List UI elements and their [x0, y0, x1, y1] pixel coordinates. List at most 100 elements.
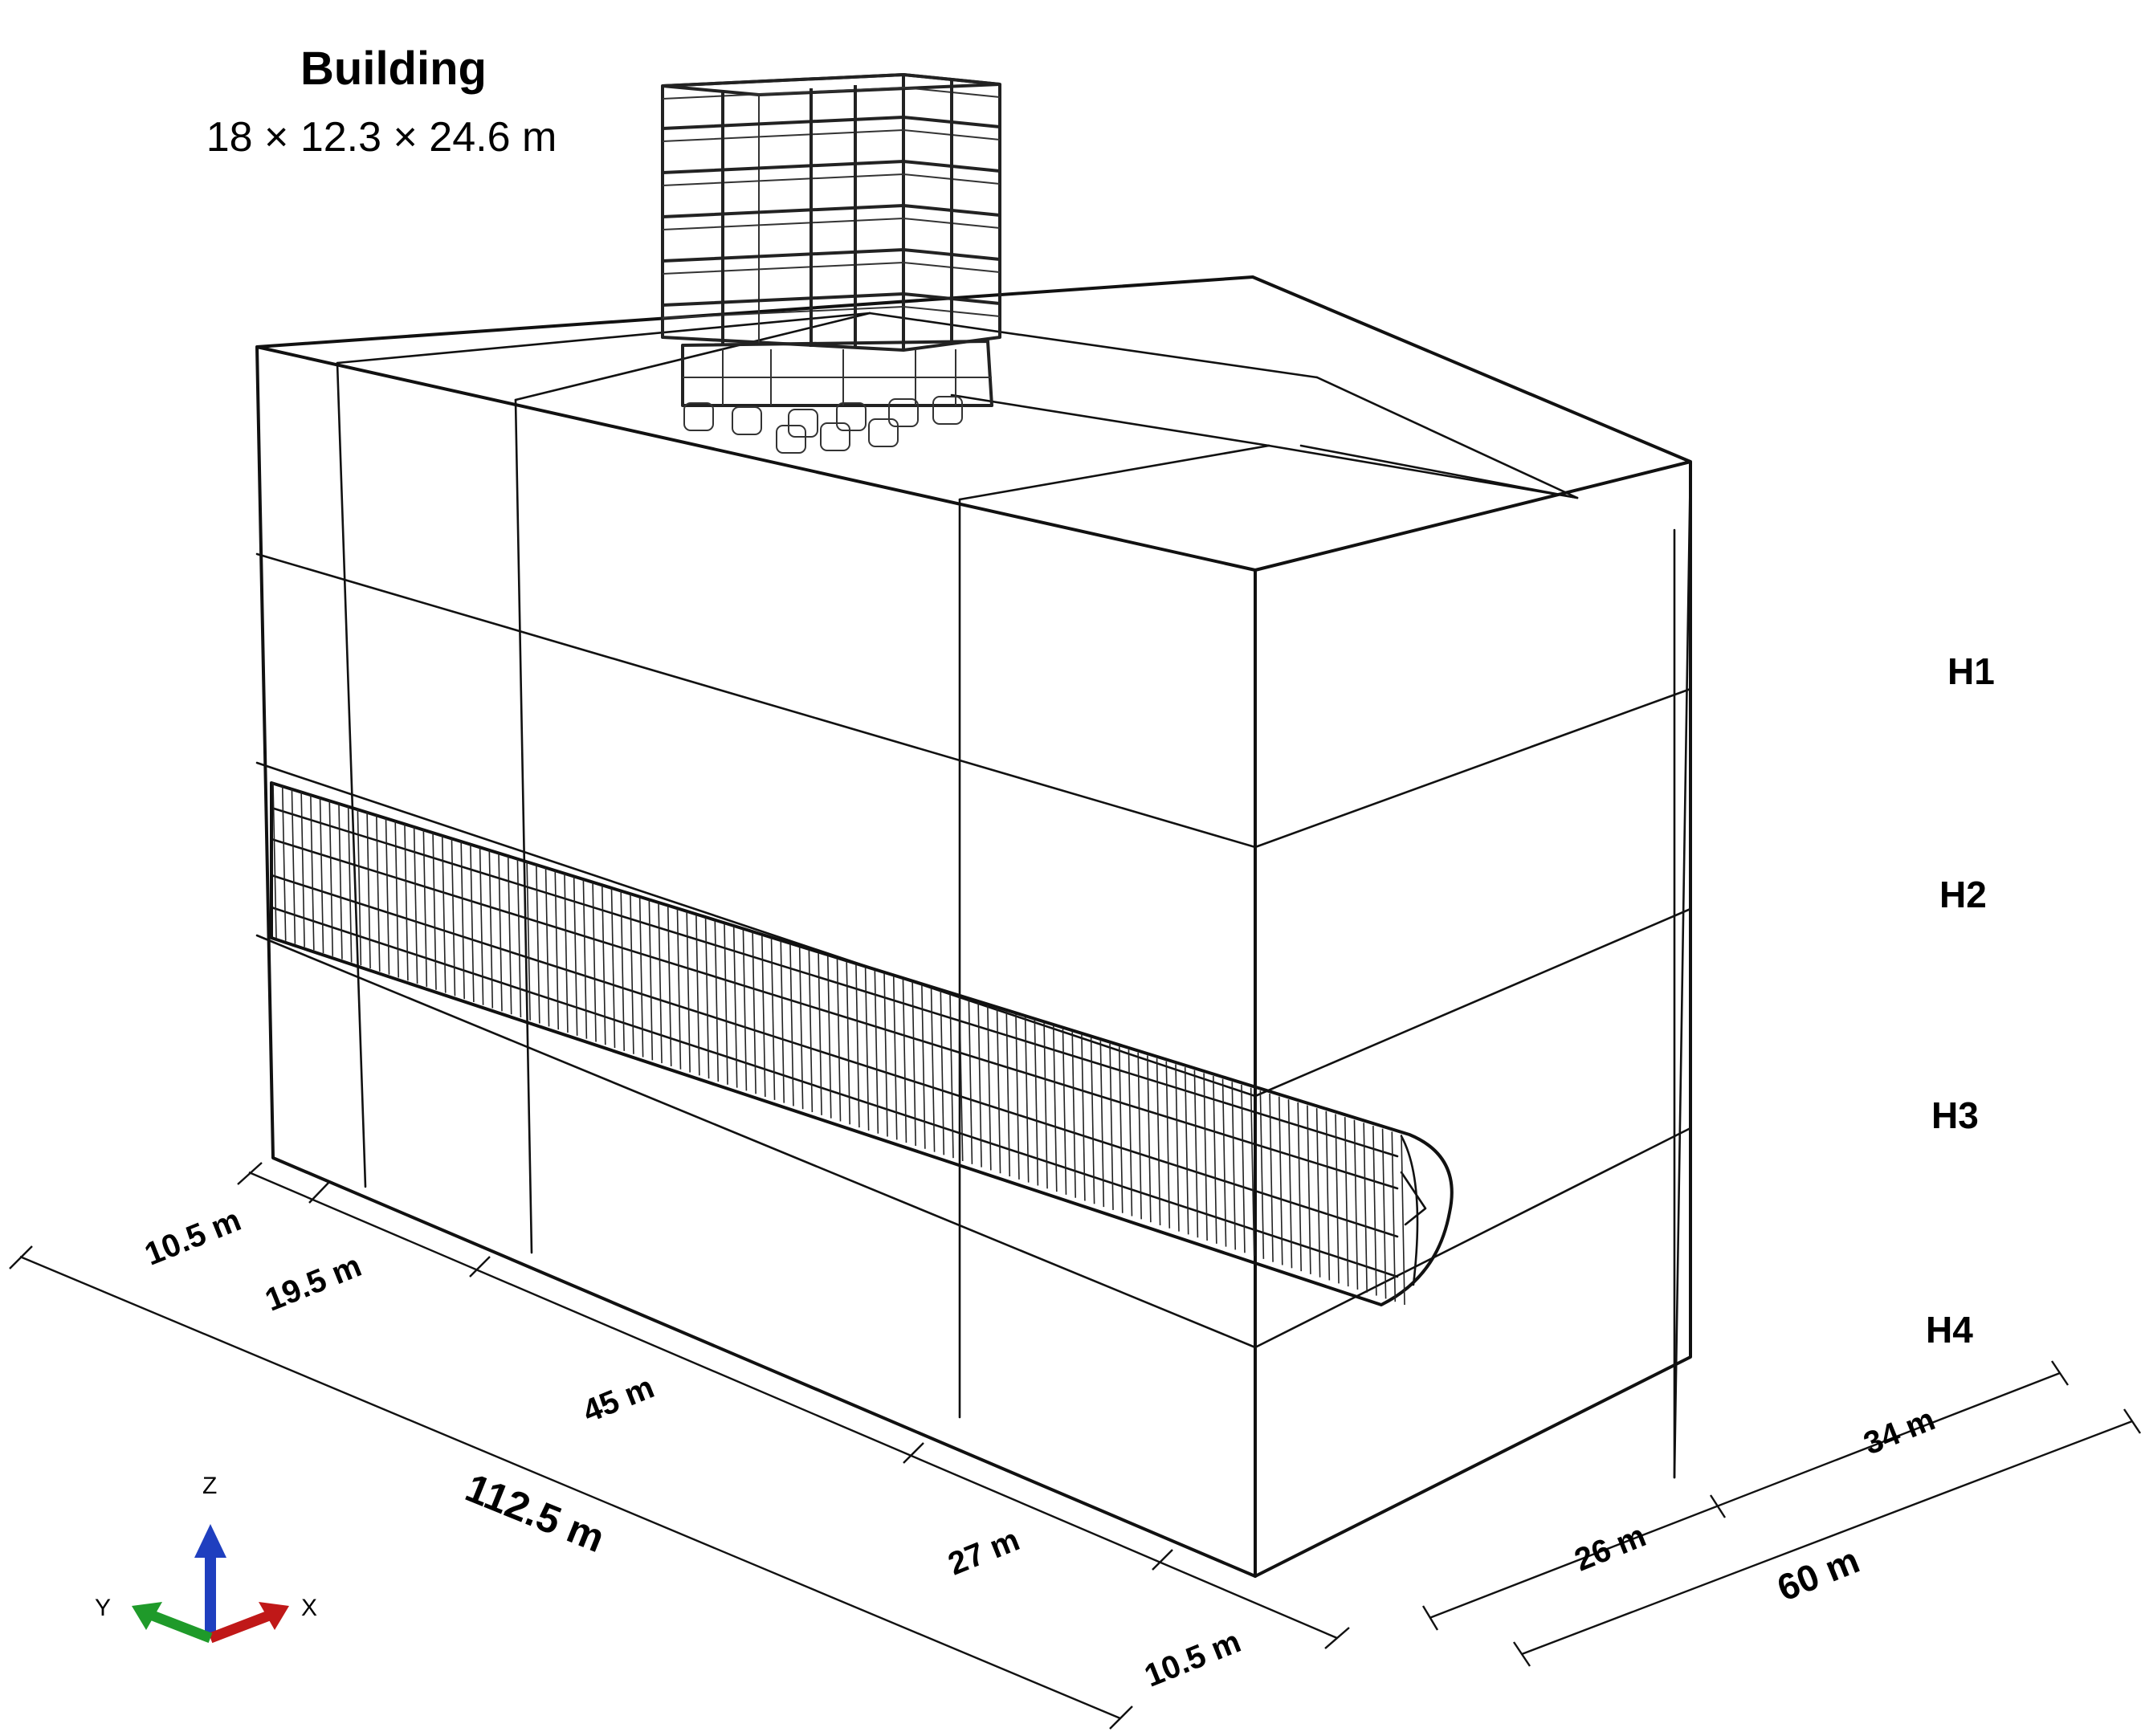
- tunnel-ring: [620, 891, 626, 1051]
- tunnel-ring: [732, 926, 738, 1088]
- tunnel-ring: [1184, 1067, 1189, 1235]
- tunnel-ring: [601, 885, 606, 1045]
- tunnel-ring: [470, 844, 475, 1002]
- tunnel-ring: [1221, 1078, 1227, 1247]
- tunnel-ring: [1391, 1131, 1397, 1302]
- layer-label-h1: H1: [1947, 650, 1995, 692]
- x-axis-arrow: [208, 1610, 271, 1644]
- tunnel-ring: [488, 850, 494, 1009]
- tunnel-ring: [1353, 1119, 1359, 1290]
- pile-cap: [683, 402, 714, 431]
- tunnel-ring: [319, 797, 324, 954]
- length-seg-5-label: 10.5 m: [1140, 1624, 1246, 1693]
- tunnel-ring: [582, 879, 588, 1039]
- soil-block: [255, 275, 1692, 1578]
- building-floor-beam: [662, 86, 1001, 100]
- tunnel-ring: [638, 897, 644, 1057]
- tunnel-ring: [441, 835, 447, 993]
- tunnel-ring: [1175, 1064, 1180, 1232]
- building-floor-slab: [662, 160, 1001, 174]
- tunnel-ring: [818, 952, 822, 1115]
- tunnel-ring: [1137, 1052, 1142, 1220]
- tunnel-ring: [357, 809, 362, 966]
- pile-cap: [820, 422, 850, 451]
- tunnel-ring: [281, 785, 287, 941]
- tunnel-ring: [404, 824, 409, 981]
- tunnel-ring: [413, 826, 418, 984]
- tunnel-ring: [592, 882, 597, 1042]
- tunnel-ring: [846, 961, 851, 1125]
- tunnel-ring: [375, 815, 381, 972]
- top-face-back-edges: [256, 275, 1691, 463]
- tunnel-ring: [498, 853, 503, 1012]
- side-face-outline: [1254, 460, 1692, 1578]
- building-floor-beam: [662, 173, 1001, 186]
- z-axis-arrowhead: [194, 1524, 226, 1558]
- tunnel-ring: [1193, 1070, 1199, 1238]
- tunnel-ring: [300, 791, 305, 947]
- tunnel-ring: [1278, 1096, 1283, 1265]
- tunnel-ring: [836, 958, 842, 1122]
- axis-triad: Z X Y: [95, 1473, 317, 1644]
- tunnel-segment-rings: [272, 782, 1405, 1306]
- building-floor-slab: [662, 73, 1001, 88]
- tunnel-ring: [272, 782, 277, 939]
- length-seg-4-label: 27 m: [944, 1522, 1025, 1582]
- tunnel-ring: [648, 899, 654, 1061]
- length-seg-1-label: 10.5 m: [140, 1202, 246, 1272]
- tunnel-ring: [798, 947, 804, 1110]
- width-seg-1-label: 26 m: [1570, 1518, 1651, 1578]
- tunnel-ring: [770, 938, 776, 1100]
- tunnel-ring: [1165, 1061, 1171, 1229]
- pile-cap: [932, 396, 963, 425]
- building-floor-beam: [662, 261, 1001, 275]
- building-floor-slab: [662, 204, 1001, 218]
- width-total-label: 60 m: [1772, 1538, 1866, 1608]
- top-face-mesh: [336, 312, 1579, 501]
- pile-cap: [776, 425, 806, 454]
- tunnel-ring: [1315, 1108, 1321, 1278]
- tunnel-ring: [1052, 1025, 1058, 1192]
- tunnel-ring: [724, 923, 728, 1085]
- tunnel-ring: [789, 943, 794, 1106]
- tunnel-ring: [855, 964, 860, 1128]
- tunnel-ring: [1203, 1073, 1208, 1241]
- tunnel-ring: [1118, 1046, 1124, 1213]
- building-floor-slab: [662, 116, 1001, 130]
- tunnel-ring: [1034, 1020, 1039, 1186]
- tunnel-ring: [1043, 1023, 1048, 1189]
- tunnel-ring: [808, 950, 814, 1113]
- tunnel-ring: [536, 865, 540, 1024]
- tunnel-ring: [1287, 1099, 1293, 1269]
- tunnel-ring: [864, 967, 870, 1131]
- tunnel-ring: [996, 1009, 1001, 1174]
- tunnel-ring: [902, 979, 907, 1143]
- x-axis-label: X: [301, 1595, 317, 1621]
- pile-cap: [788, 409, 818, 438]
- tunnel-ring: [1381, 1128, 1387, 1299]
- tunnel-ring: [1156, 1058, 1161, 1225]
- length-seg-3-label: 45 m: [578, 1369, 659, 1429]
- side-face-layer-lines: [1254, 687, 1692, 1349]
- tunnel-ring: [676, 908, 682, 1070]
- tunnel-ring: [507, 856, 512, 1015]
- tunnel-ring: [1024, 1017, 1030, 1183]
- tunnel-ring: [780, 941, 785, 1103]
- width-dimension-lines: [1421, 1360, 2141, 1667]
- tunnel-ring: [695, 915, 700, 1076]
- tunnel-ring: [1109, 1043, 1114, 1210]
- tunnel-ring: [1081, 1034, 1086, 1201]
- tunnel-ring: [1297, 1102, 1303, 1272]
- tunnel-ring: [385, 817, 390, 975]
- tunnel-ring: [987, 1005, 992, 1171]
- pile-cap: [888, 398, 919, 427]
- tunnel-ring: [667, 906, 672, 1066]
- building-floor-beam: [662, 128, 1001, 142]
- tunnel-ring: [1071, 1032, 1077, 1198]
- tunnel-ring: [1307, 1105, 1311, 1274]
- tunnel-ring: [291, 789, 296, 944]
- tunnel-ring: [658, 903, 663, 1064]
- tunnel-ring: [328, 800, 334, 956]
- tunnel-ring: [1099, 1041, 1105, 1208]
